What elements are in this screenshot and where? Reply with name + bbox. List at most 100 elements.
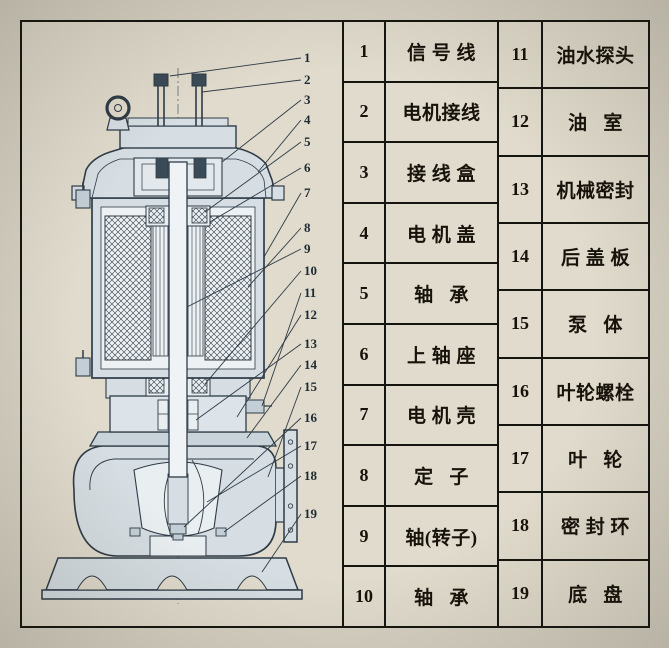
part-number: 16 — [499, 358, 543, 424]
callout-number: 6 — [304, 160, 311, 175]
callout-number: 18 — [304, 468, 318, 483]
shaft — [168, 161, 188, 478]
part-name: 电机接线 — [402, 103, 481, 125]
table-row: 13 机械密封 — [499, 156, 648, 224]
parts-table-right: 11 油水探头 12 油 室 13 机械密封 14 后 盖 板 15 泵 — [499, 22, 648, 626]
stator — [104, 215, 152, 361]
part-number: 5 — [344, 264, 386, 323]
leader-line — [261, 513, 302, 573]
cables — [153, 73, 207, 126]
callout-number: 7 — [304, 185, 311, 200]
part-number: 9 — [344, 506, 386, 566]
callout-number: 11 — [304, 285, 316, 300]
part-number: 7 — [344, 385, 386, 445]
part-name: 电 机 壳 — [406, 406, 476, 428]
leader-line — [261, 292, 302, 407]
table-row: 8 定 子 — [344, 446, 497, 507]
callout-number: 15 — [304, 379, 318, 394]
table-row: 15 泵 体 — [499, 291, 648, 359]
callout-number: 5 — [304, 134, 311, 149]
table-row: 12 油 室 — [499, 89, 648, 157]
oil-water-probe — [245, 399, 265, 414]
part-number: 1 — [344, 22, 386, 81]
leader-line — [209, 167, 302, 223]
table-row: 10 轴 承 — [344, 567, 497, 626]
callout-number: 3 — [304, 92, 311, 107]
impeller-bolt — [169, 523, 187, 535]
callout-number: 2 — [304, 72, 311, 87]
impeller — [129, 457, 227, 541]
leader-line — [257, 119, 302, 173]
part-name: 机械密封 — [556, 180, 635, 202]
table-row: 1 信 号 线 — [344, 22, 497, 83]
part-name: 叶轮螺栓 — [556, 382, 635, 404]
callout-number: 1 — [304, 50, 311, 65]
part-number: 6 — [344, 324, 386, 384]
part-number: 11 — [499, 22, 543, 88]
table-row: 2 电机接线 — [344, 82, 497, 144]
leader-line — [246, 364, 302, 439]
part-name: 定 子 — [414, 466, 469, 488]
base-plate — [41, 557, 303, 600]
callout-number: 8 — [304, 220, 311, 235]
part-number: 19 — [499, 560, 543, 626]
discharge-flange — [276, 429, 298, 543]
callout-number: 16 — [304, 410, 318, 425]
leader-line — [204, 141, 302, 213]
part-name: 叶 轮 — [568, 450, 623, 472]
table-row: 17 叶 轮 — [499, 425, 648, 494]
part-name: 电 机 盖 — [406, 224, 476, 246]
part-number: 3 — [344, 143, 386, 202]
callout-number: 14 — [304, 357, 318, 372]
leader-line — [221, 99, 302, 163]
table-row: 16 叶轮螺栓 — [499, 358, 648, 426]
rotor — [152, 219, 169, 357]
leader-line — [186, 248, 302, 308]
leader-line — [236, 314, 302, 418]
part-name: 油水探头 — [556, 46, 635, 68]
part-name: 轴 承 — [414, 588, 469, 610]
leader-line — [201, 79, 302, 93]
leader-line — [183, 417, 302, 528]
leader-line — [263, 192, 302, 258]
part-number: 18 — [499, 493, 543, 559]
part-name: 底 盘 — [568, 584, 623, 606]
part-name: 轴 承 — [414, 285, 469, 307]
table-row: 19 底 盘 — [499, 560, 648, 626]
part-name: 上 轴 座 — [406, 345, 476, 367]
callout-number: 13 — [304, 336, 318, 351]
part-name: 后 盖 板 — [560, 248, 630, 270]
part-number: 4 — [344, 203, 386, 263]
callout-number: 19 — [304, 506, 318, 521]
leader-line — [204, 270, 302, 385]
leader-line — [223, 475, 302, 533]
part-name: 信 号 线 — [406, 42, 476, 64]
table-row: 5 轴 承 — [344, 264, 497, 325]
lifting-eye — [105, 95, 131, 131]
side-clamps — [75, 182, 91, 377]
part-name: 泵 体 — [568, 315, 623, 337]
seal-ring — [129, 527, 141, 537]
callout-number: 17 — [304, 438, 318, 453]
part-number: 12 — [499, 89, 543, 155]
callout-number: 10 — [304, 263, 317, 278]
part-number: 2 — [344, 82, 386, 142]
part-number: 13 — [499, 156, 543, 222]
part-number: 8 — [344, 446, 386, 505]
table-row: 7 电 机 壳 — [344, 385, 497, 447]
part-name: 轴(转子) — [405, 527, 478, 549]
part-number: 14 — [499, 223, 543, 290]
parts-table: 1 信 号 线 2 电机接线 3 接 线 盒 4 电 机 盖 5 轴 承 — [342, 22, 648, 626]
part-number: 10 — [344, 567, 386, 626]
table-row: 3 接 线 盒 — [344, 143, 497, 204]
table-row: 18 密 封 环 — [499, 493, 648, 561]
part-number: 15 — [499, 291, 543, 357]
leader-line — [169, 57, 302, 77]
table-row: 9 轴(转子) — [344, 506, 497, 568]
parts-table-left: 1 信 号 线 2 电机接线 3 接 线 盒 4 电 机 盖 5 轴 承 — [344, 22, 499, 626]
callout-number: 12 — [304, 307, 317, 322]
